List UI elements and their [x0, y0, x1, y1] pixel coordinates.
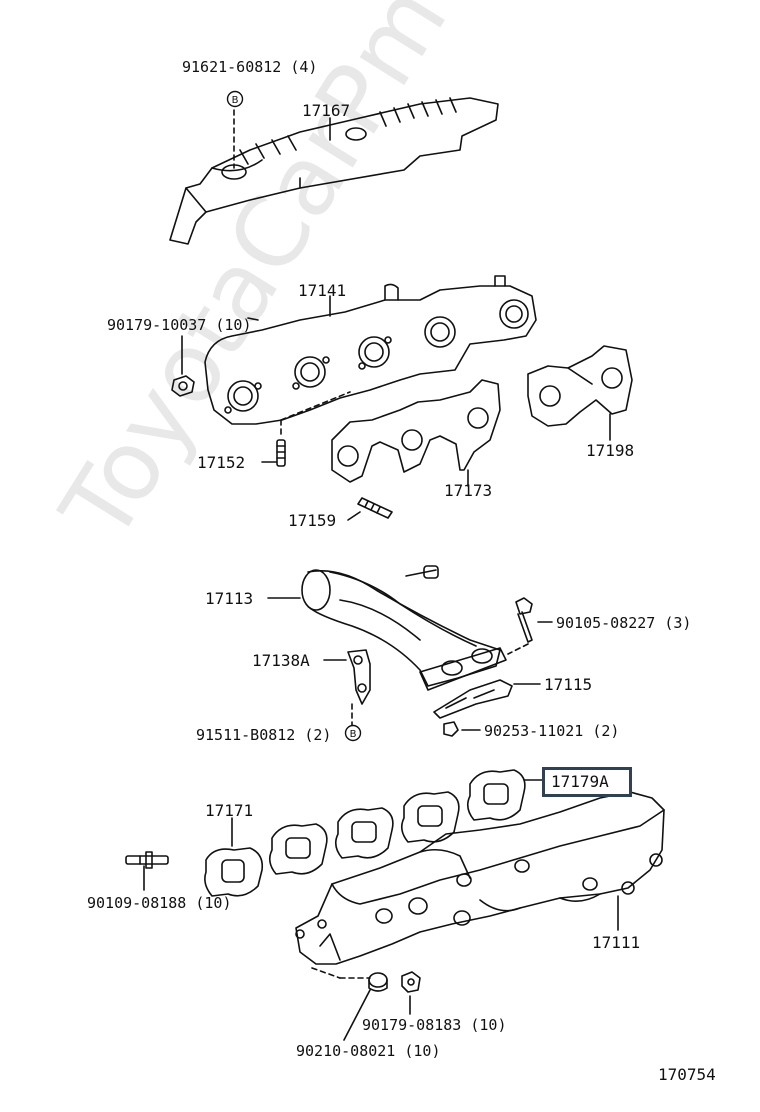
stud-17159 [357, 497, 393, 519]
gaskets-17179A [268, 769, 526, 875]
bracket-17138A [347, 649, 371, 705]
label-91621-60812: 91621-60812 (4) [182, 58, 318, 76]
label-17111: 17111 [592, 933, 641, 952]
label-17138A: 17138A [252, 651, 310, 670]
nut-90179-08183 [401, 971, 421, 993]
label-17159: 17159 [288, 511, 337, 530]
gasket-17115 [433, 679, 513, 719]
exhaust-pipe-17113 [301, 565, 507, 691]
stud-90109-08188 [125, 851, 169, 869]
label-17167: 17167 [302, 101, 351, 120]
label-90179-08183: 90179-08183 (10) [362, 1016, 507, 1034]
marker-b-top: B [226, 90, 244, 108]
drawing-number: 170754 [658, 1065, 716, 1084]
gasket-17198 [527, 345, 633, 427]
nut-90253-11021 [443, 721, 459, 737]
label-17141: 17141 [298, 281, 347, 300]
highlight-box-17179A[interactable]: 17179A [542, 767, 632, 797]
nut-90179-10037 [171, 375, 195, 397]
label-91511-B0812: 91511-B0812 (2) [196, 726, 332, 744]
label-17152: 17152 [197, 453, 246, 472]
gasket-17171 [204, 847, 264, 897]
stud-17152 [276, 439, 286, 467]
gasket-17173 [331, 379, 501, 483]
marker-b-text: B [232, 95, 239, 106]
marker-b-text: B [350, 729, 357, 740]
heat-insulator-17167 [169, 97, 499, 245]
label-17198: 17198 [586, 441, 635, 460]
label-90105-08227: 90105-08227 (3) [556, 614, 692, 632]
label-90253-11021: 90253-11021 (2) [484, 722, 620, 740]
label-17171: 17171 [205, 801, 254, 820]
marker-b-mid: B [344, 724, 362, 742]
label-90109-08188: 90109-08188 (10) [87, 894, 232, 912]
label-17113: 17113 [205, 589, 254, 608]
label-90210-08021: 90210-08021 (10) [296, 1042, 441, 1060]
bolt-90105-08227 [515, 597, 533, 643]
label-17115: 17115 [544, 675, 593, 694]
label-17173: 17173 [444, 481, 493, 500]
nut-90210-08021 [368, 972, 388, 992]
label-90179-10037: 90179-10037 (10) [107, 316, 252, 334]
exhaust-manifold-17111 [295, 791, 665, 965]
exhaust-manifold-17141 [204, 275, 537, 425]
